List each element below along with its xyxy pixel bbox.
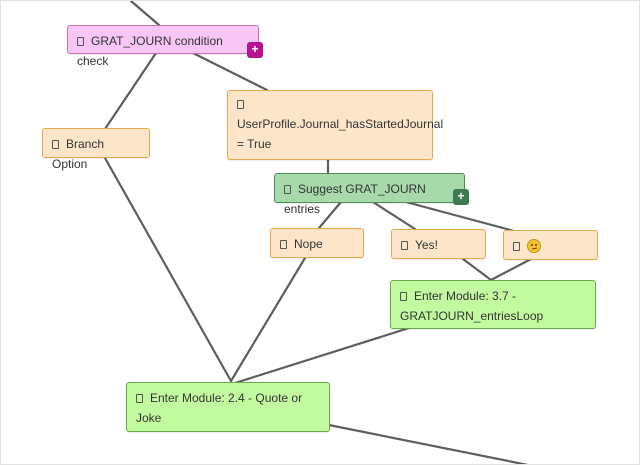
edge-suggest-to-nope [317,200,343,230]
node-label: Suggest GRAT_JOURN entries [284,182,426,216]
node-enter-module-3-7[interactable]: Enter Module: 3.7 - GRATJOURN_entriesLoo… [390,280,596,329]
node-type-icon [284,185,291,194]
node-enter-module-2-4[interactable]: Enter Module: 2.4 - Quote or Joke [126,382,330,432]
node-type-icon [52,140,59,149]
edge-suggest-to-thinking [404,200,516,233]
node-label: Yes! [415,238,438,252]
node-label: GRAT_JOURN condition check [77,34,223,68]
expand-button[interactable]: + [247,42,263,58]
node-label: Nope [294,237,323,251]
node-suggest-grat-journ-entries[interactable]: Suggest GRAT_JOURN entries [274,173,465,216]
expand-button[interactable]: + [453,189,469,205]
edge-nope-to-module24 [229,256,307,383]
node-type-icon [400,292,407,301]
node-type-icon [280,240,287,249]
edge-check-to-branch [103,51,158,131]
node-type-icon [237,100,244,109]
thinking-face-icon [527,239,541,253]
edge-module24-offscreen [327,423,529,464]
edge-yes-to-module37 [461,257,493,282]
node-label-line1: Enter Module: 3.7 - [414,289,517,303]
node-option-yes[interactable]: Yes! [391,229,486,259]
node-label: Branch Option [52,137,105,171]
node-type-icon [136,394,143,403]
edge-suggest-to-yes [371,200,417,231]
node-label-line1: UserProfile.Journal_hasStartedJournal [237,117,444,131]
node-option-thinking[interactable] [503,230,598,260]
node-option-nope[interactable]: Nope [270,228,364,258]
node-grat-journ-condition-check[interactable]: GRAT_JOURN condition check [67,25,259,68]
edge-check-to-condition [191,51,269,92]
node-label-line1: Enter Module: 2.4 - Quote or [150,391,303,405]
node-branch-option[interactable]: Branch Option [42,128,150,171]
node-label-line2: GRATJOURN_entriesLoop [400,309,544,323]
edge-top-offscreen [129,1,161,27]
edge-thinking-to-module37 [489,257,533,282]
edge-branch-to-module24 [103,156,233,383]
node-journal-started-condition[interactable]: UserProfile.Journal_hasStartedJournal = … [227,90,444,160]
node-label-line2: Joke [136,411,162,425]
node-type-icon [513,242,520,251]
node-type-icon [77,37,84,46]
edge-module37-to-module24 [233,326,411,385]
node-type-icon [401,241,408,250]
node-label-line2: = True [237,137,272,151]
